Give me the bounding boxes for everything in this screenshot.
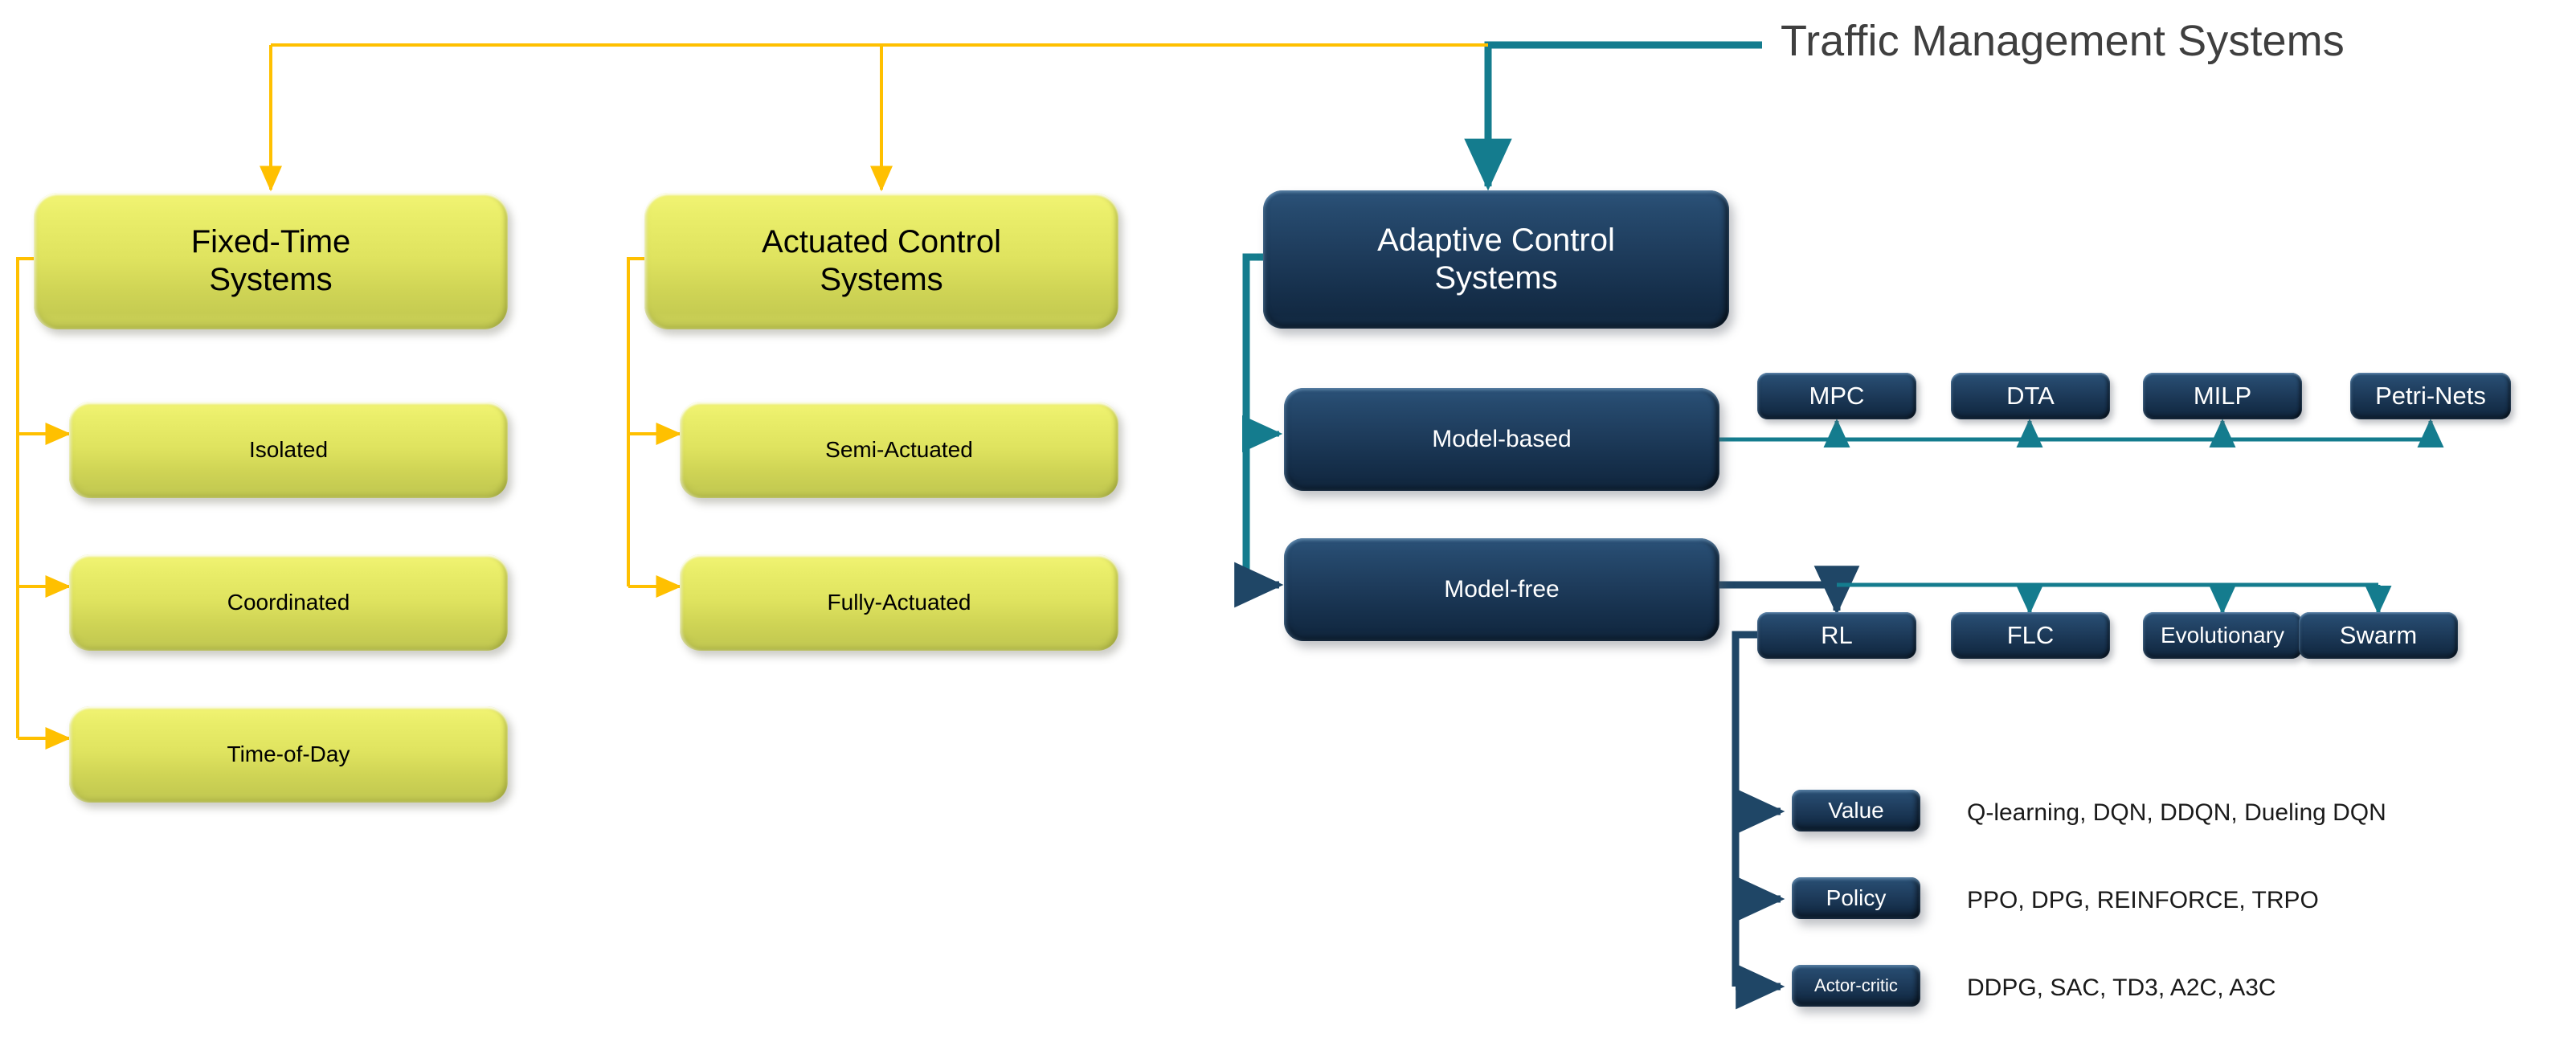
node-milp[interactable]: MILP bbox=[2143, 373, 2302, 419]
connector-model-free-children bbox=[1719, 566, 2392, 615]
node-semi-actuated[interactable]: Semi-Actuated bbox=[680, 402, 1118, 498]
connector-root-yellow bbox=[260, 43, 1488, 192]
connector-fixed-time-children bbox=[16, 257, 72, 750]
node-flc[interactable]: FLC bbox=[1951, 612, 2110, 659]
node-isolated[interactable]: Isolated bbox=[69, 402, 508, 498]
diagram-title: Traffic Management Systems bbox=[1781, 17, 2345, 65]
node-swarm[interactable]: Swarm bbox=[2299, 612, 2458, 659]
connector-actuated-children bbox=[627, 257, 682, 598]
node-fixed-time-systems[interactable]: Fixed-Time Systems bbox=[34, 193, 508, 329]
node-value[interactable]: Value bbox=[1792, 790, 1920, 831]
node-evolutionary[interactable]: Evolutionary bbox=[2143, 612, 2302, 659]
node-fully-actuated[interactable]: Fully-Actuated bbox=[680, 554, 1118, 651]
node-dta[interactable]: DTA bbox=[1951, 373, 2110, 419]
node-model-free[interactable]: Model-free bbox=[1284, 538, 1719, 641]
connector-adaptive-children bbox=[1234, 253, 1284, 608]
node-adaptive-control-systems[interactable]: Adaptive Control Systems bbox=[1263, 190, 1729, 329]
node-rl[interactable]: RL bbox=[1757, 612, 1916, 659]
node-coordinated[interactable]: Coordinated bbox=[69, 554, 508, 651]
connector-model-based-children bbox=[1719, 418, 2444, 447]
node-petri-nets[interactable]: Petri-Nets bbox=[2350, 373, 2511, 419]
node-model-based[interactable]: Model-based bbox=[1284, 388, 1719, 491]
node-actor-critic[interactable]: Actor-critic bbox=[1792, 965, 1920, 1007]
algorithms-policy: PPO, DPG, REINFORCE, TRPO bbox=[1967, 887, 2319, 913]
node-time-of-day[interactable]: Time-of-Day bbox=[69, 706, 508, 803]
node-mpc[interactable]: MPC bbox=[1757, 373, 1916, 419]
node-actuated-control-systems[interactable]: Actuated Control Systems bbox=[644, 193, 1118, 329]
node-policy[interactable]: Policy bbox=[1792, 877, 1920, 919]
connector-root-teal bbox=[1464, 41, 1762, 191]
algorithms-value: Q-learning, DQN, DDQN, Dueling DQN bbox=[1967, 799, 2386, 826]
connector-rl-children bbox=[1732, 631, 1785, 1010]
algorithms-actor-critic: DDPG, SAC, TD3, A2C, A3C bbox=[1967, 974, 2276, 1001]
